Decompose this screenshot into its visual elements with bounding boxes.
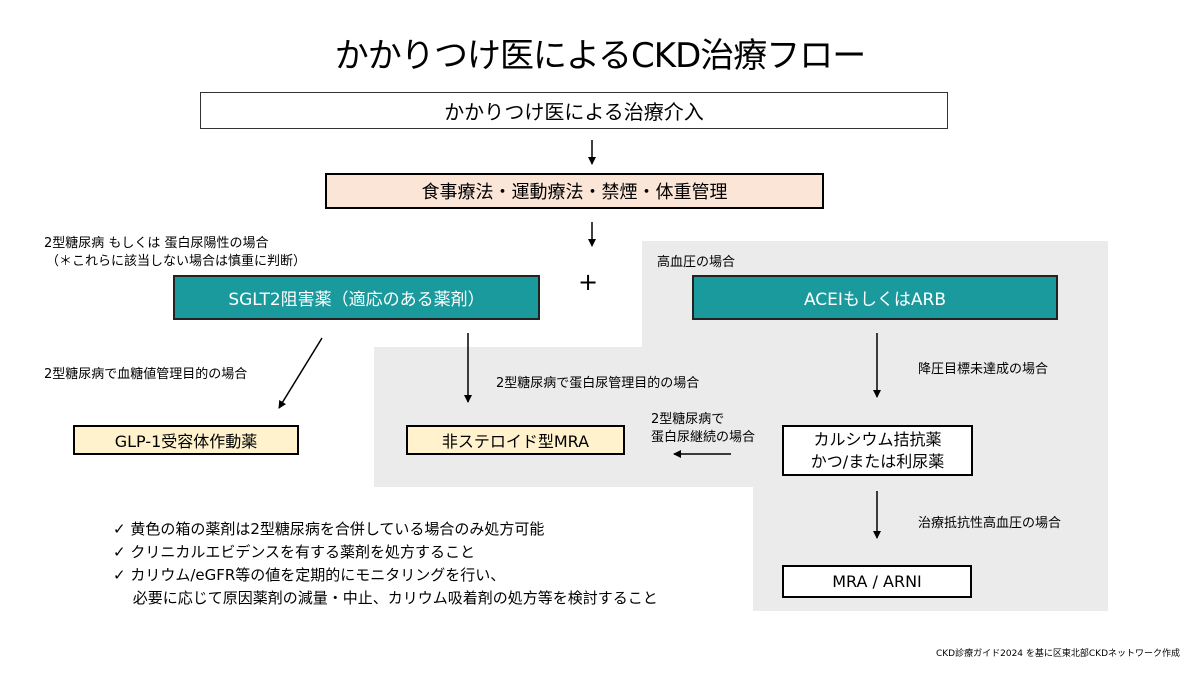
- box-lifestyle: 食事療法・運動療法・禁煙・体重管理: [325, 173, 824, 209]
- label-diabetes-line2: （＊これらに該当しない場合は慎重に判断）: [46, 254, 307, 269]
- label-diabetes-line1: 2型糖尿病 もしくは 蛋白尿陽性の場合: [44, 236, 269, 251]
- note-item: ✓ カリウム/eGFR等の値を定期的にモニタリングを行い、: [113, 566, 506, 584]
- box-acei-arb: ACEIもしくはARB: [692, 275, 1058, 320]
- notes-list: ✓ 黄色の箱の薬剤は2型糖尿病を合併している場合のみ処方可能 ✓ クリニカルエビ…: [113, 518, 658, 610]
- ca-line2: かつ/または利尿薬: [810, 451, 945, 471]
- note-item: ✓ 黄色の箱の薬剤は2型糖尿病を合併している場合のみ処方可能: [113, 520, 545, 538]
- label-persist-line2: 蛋白尿継続の場合: [651, 430, 756, 445]
- label-bp-unmet: 降圧目標未達成の場合: [918, 362, 1049, 377]
- box-glp1: GLP-1受容体作動薬: [73, 425, 299, 455]
- label-hypertension: 高血圧の場合: [657, 255, 736, 270]
- note-item: 必要に応じて原因薬剤の減量・中止、カリウム吸着剤の処方等を検討すること: [113, 589, 658, 607]
- label-proteinuria: 2型糖尿病で蛋白尿管理目的の場合: [496, 376, 700, 391]
- plus-sign: +: [578, 268, 599, 296]
- note-item: ✓ クリニカルエビデンスを有する薬剤を処方すること: [113, 543, 476, 561]
- label-glycemic: 2型糖尿病で血糖値管理目的の場合: [44, 367, 248, 382]
- ca-line1: カルシウム拮抗薬: [813, 429, 942, 449]
- label-resistant: 治療抵抗性高血圧の場合: [918, 516, 1062, 531]
- box-intervention: かかりつけ医による治療介入: [200, 92, 948, 129]
- page-title: かかりつけ医によるCKD治療フロー: [334, 36, 867, 76]
- box-ca-blocker: カルシウム拮抗薬 かつ/または利尿薬: [782, 425, 973, 476]
- hypertension-region-middle: [374, 347, 1108, 487]
- arrow-sglt2-to-glp1: [278, 337, 323, 409]
- footer-credit: CKD診療ガイド2024 を基に区東北部CKDネットワーク作成: [936, 649, 1180, 659]
- box-mra-arni: MRA / ARNI: [782, 565, 972, 598]
- box-sglt2: SGLT2阻害薬（適応のある薬剤）: [173, 275, 540, 320]
- box-ns-mra: 非ステロイド型MRA: [406, 425, 625, 455]
- label-persist-line1: 2型糖尿病で: [651, 412, 725, 427]
